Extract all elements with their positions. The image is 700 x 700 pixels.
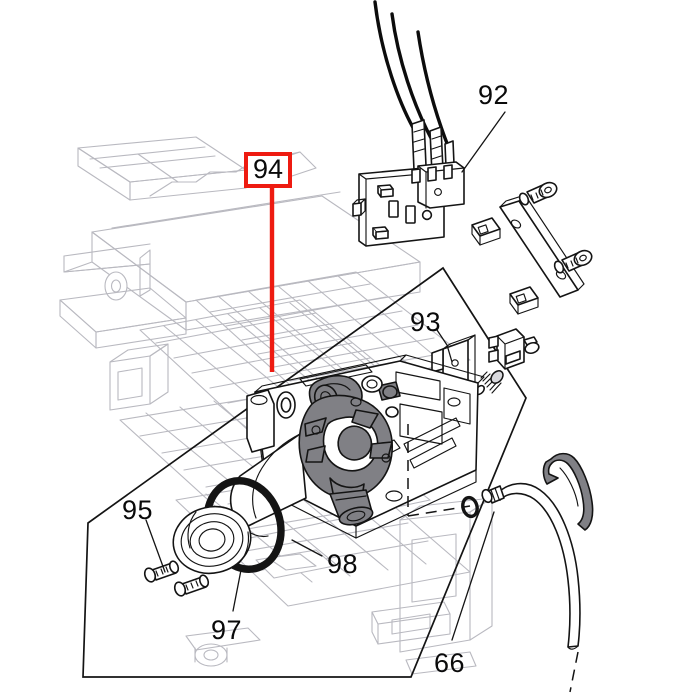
callout-label-95: 95 [122, 495, 154, 525]
callout-leader-lines [145, 111, 506, 641]
impeller-housing-97 [172, 505, 252, 575]
callout-label-93: 93 [410, 307, 442, 337]
screw-upper [518, 181, 558, 206]
exploded-view-boundary [82, 266, 527, 678]
callout-label-92: 92 [478, 80, 510, 110]
callout-highlight-box-94: 94 [244, 152, 292, 188]
mounting-rail-assembly [471, 181, 593, 315]
screw-b [173, 574, 210, 597]
drain-hose-66 [461, 452, 594, 693]
callout-label-98: 98 [327, 549, 359, 579]
callout-label-97: 97 [211, 615, 243, 645]
screws-95 [143, 560, 210, 597]
screw-lower [553, 249, 593, 274]
spring-clip [488, 328, 540, 370]
pump-motor-assembly-94 [229, 354, 485, 539]
screw-a [143, 560, 180, 583]
callout-label-94: 94 [252, 153, 284, 184]
callout-label-66: 66 [434, 648, 466, 678]
connector-plate-assembly [352, 161, 465, 247]
